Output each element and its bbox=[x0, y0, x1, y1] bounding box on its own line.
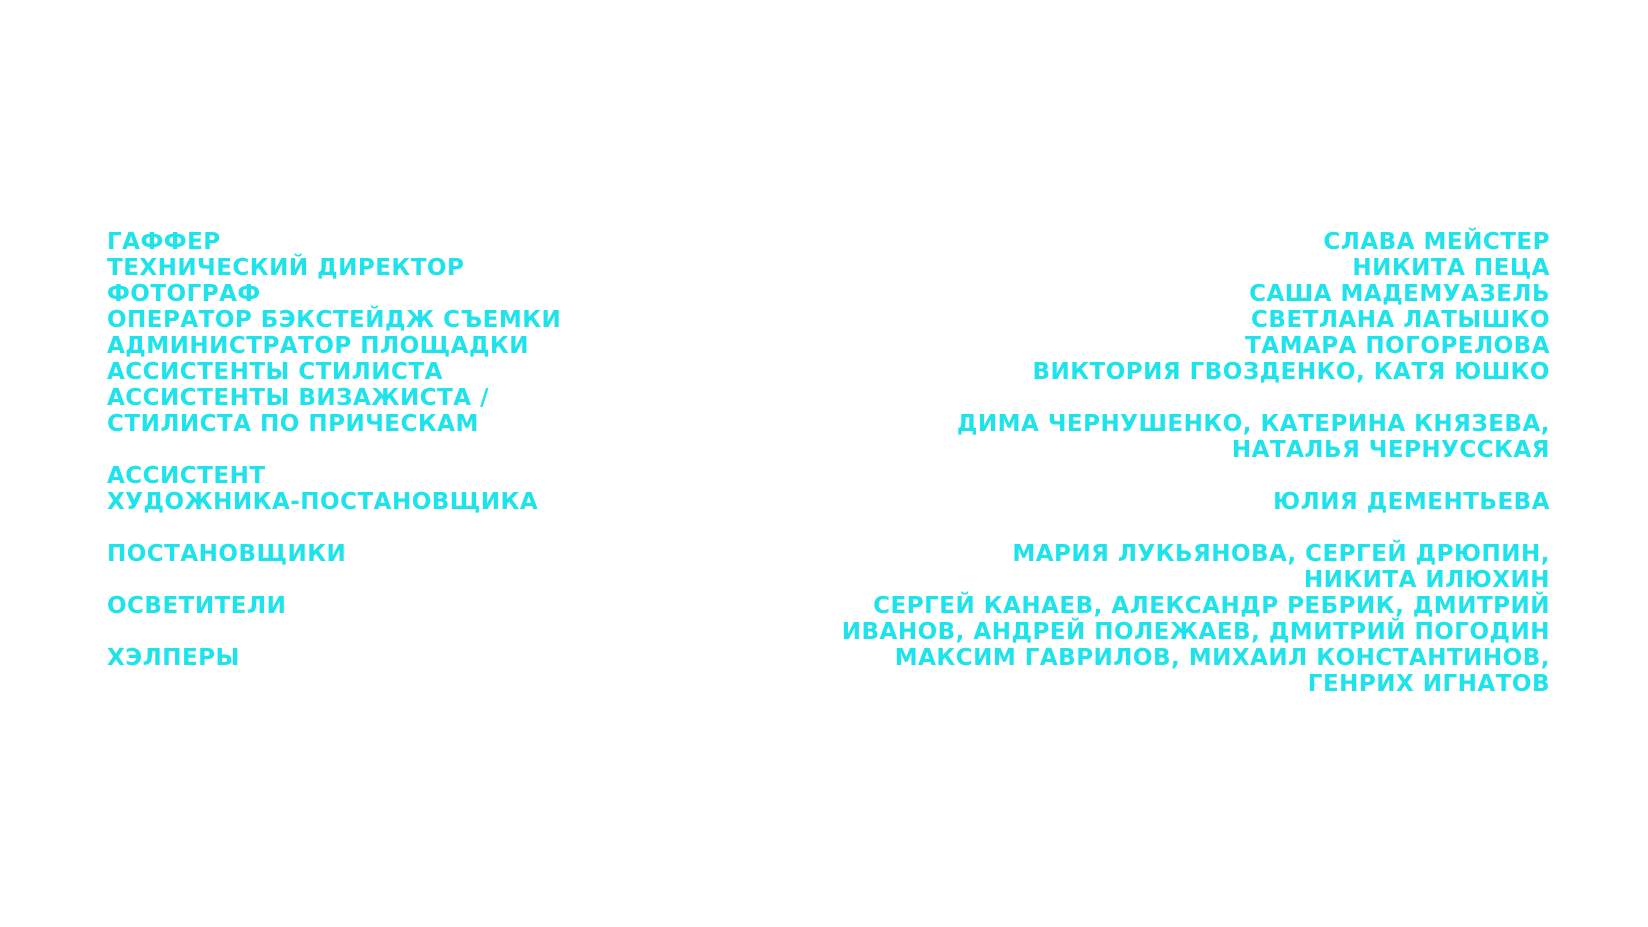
name-entry: СЕРГЕЙ КАНАЕВ, АЛЕКСАНДР РЕБРИК, ДМИТРИЙ… bbox=[842, 593, 1550, 645]
name-entry-line: СЕРГЕЙ КАНАЕВ, АЛЕКСАНДР РЕБРИК, ДМИТРИЙ bbox=[873, 593, 1550, 619]
role-entry: АССИСТЕНТЫ ВИЗАЖИСТА /СТИЛИСТА ПО ПРИЧЕС… bbox=[107, 385, 561, 437]
spacer bbox=[842, 463, 1550, 489]
role-entry: ХЭЛПЕРЫ bbox=[107, 645, 561, 671]
name-entry-line: НИКИТА ИЛЮХИН bbox=[1303, 567, 1550, 593]
role-entry-line: ПОСТАНОВЩИКИ bbox=[107, 541, 347, 567]
name-entry: ЮЛИЯ ДЕМЕНТЬЕВА bbox=[842, 489, 1550, 515]
role-entry: ОСВЕТИТЕЛИ bbox=[107, 593, 561, 619]
spacer bbox=[107, 619, 561, 645]
name-entry-line: ЮЛИЯ ДЕМЕНТЬЕВА bbox=[1273, 489, 1550, 515]
name-entry-line: ИВАНОВ, АНДРЕЙ ПОЛЕЖАЕВ, ДМИТРИЙ ПОГОДИН bbox=[841, 619, 1550, 645]
role-entry-line: АССИСТЕНТ bbox=[107, 463, 266, 489]
role-entry: ГАФФЕР bbox=[107, 229, 561, 255]
spacer bbox=[107, 437, 561, 463]
name-entry: МАКСИМ ГАВРИЛОВ, МИХАИЛ КОНСТАНТИНОВ,ГЕН… bbox=[842, 645, 1550, 697]
role-entry: АССИСТЕНТЫ СТИЛИСТА bbox=[107, 359, 561, 385]
name-entry-line: ГЕНРИХ ИГНАТОВ bbox=[1307, 671, 1550, 697]
name-entry: СЛАВА МЕЙСТЕР bbox=[842, 229, 1550, 255]
name-entry-line: НАТАЛЬЯ ЧЕРНУССКАЯ bbox=[1231, 437, 1550, 463]
spacer bbox=[842, 385, 1550, 411]
name-entry-line: ТАМАРА ПОГОРЕЛОВА bbox=[1245, 333, 1550, 359]
role-entry: АДМИНИСТРАТОР ПЛОЩАДКИ bbox=[107, 333, 561, 359]
role-entry-line: ФОТОГРАФ bbox=[107, 281, 261, 307]
name-entry-line: МАКСИМ ГАВРИЛОВ, МИХАИЛ КОНСТАНТИНОВ, bbox=[894, 645, 1550, 671]
name-entry: ВИКТОРИЯ ГВОЗДЕНКО, КАТЯ ЮШКО bbox=[842, 359, 1550, 385]
spacer bbox=[107, 567, 561, 593]
name-entry: НИКИТА ПЕЦА bbox=[842, 255, 1550, 281]
name-entry-line: САША МАДЕМУАЗЕЛЬ bbox=[1249, 281, 1550, 307]
role-entry-line: ОПЕРАТОР БЭКСТЕЙДЖ СЪЕМКИ bbox=[107, 307, 562, 333]
name-entry: ДИМА ЧЕРНУШЕНКО, КАТЕРИНА КНЯЗЕВА,НАТАЛЬ… bbox=[842, 411, 1550, 463]
spacer bbox=[842, 515, 1550, 541]
role-entry-line: ТЕХНИЧЕСКИЙ ДИРЕКТОР bbox=[107, 255, 465, 281]
role-entry-line: АДМИНИСТРАТОР ПЛОЩАДКИ bbox=[107, 333, 529, 359]
name-entry-line: МАРИЯ ЛУКЬЯНОВА, СЕРГЕЙ ДРЮПИН, bbox=[1012, 541, 1550, 567]
role-entry: ТЕХНИЧЕСКИЙ ДИРЕКТОР bbox=[107, 255, 561, 281]
name-entry: САША МАДЕМУАЗЕЛЬ bbox=[842, 281, 1550, 307]
role-entry-line: ХЭЛПЕРЫ bbox=[107, 645, 240, 671]
role-entry-line: СТИЛИСТА ПО ПРИЧЕСКАМ bbox=[107, 411, 479, 437]
name-entry-line: СВЕТЛАНА ЛАТЫШКО bbox=[1251, 307, 1550, 333]
name-entry: ТАМАРА ПОГОРЕЛОВА bbox=[842, 333, 1550, 359]
role-entry-line: ГАФФЕР bbox=[107, 229, 221, 255]
name-entry-line: НИКИТА ПЕЦА bbox=[1352, 255, 1550, 281]
role-entry: ПОСТАНОВЩИКИ bbox=[107, 541, 561, 567]
name-entry-line: СЛАВА МЕЙСТЕР bbox=[1323, 229, 1550, 255]
role-entry: ОПЕРАТОР БЭКСТЕЙДЖ СЪЕМКИ bbox=[107, 307, 561, 333]
spacer bbox=[107, 515, 561, 541]
role-entry-line: АССИСТЕНТЫ СТИЛИСТА bbox=[107, 359, 443, 385]
role-entry-line: АССИСТЕНТЫ ВИЗАЖИСТА / bbox=[107, 385, 489, 411]
role-entry-line: ХУДОЖНИКА-ПОСТАНОВЩИКА bbox=[107, 489, 539, 515]
role-entry: ФОТОГРАФ bbox=[107, 281, 561, 307]
name-entry: СВЕТЛАНА ЛАТЫШКО bbox=[842, 307, 1550, 333]
name-entry: МАРИЯ ЛУКЬЯНОВА, СЕРГЕЙ ДРЮПИН,НИКИТА ИЛ… bbox=[842, 541, 1550, 593]
role-entry-line: ОСВЕТИТЕЛИ bbox=[107, 593, 287, 619]
name-entry-line: ДИМА ЧЕРНУШЕНКО, КАТЕРИНА КНЯЗЕВА, bbox=[956, 411, 1550, 437]
name-entry-line: ВИКТОРИЯ ГВОЗДЕНКО, КАТЯ ЮШКО bbox=[1032, 359, 1550, 385]
